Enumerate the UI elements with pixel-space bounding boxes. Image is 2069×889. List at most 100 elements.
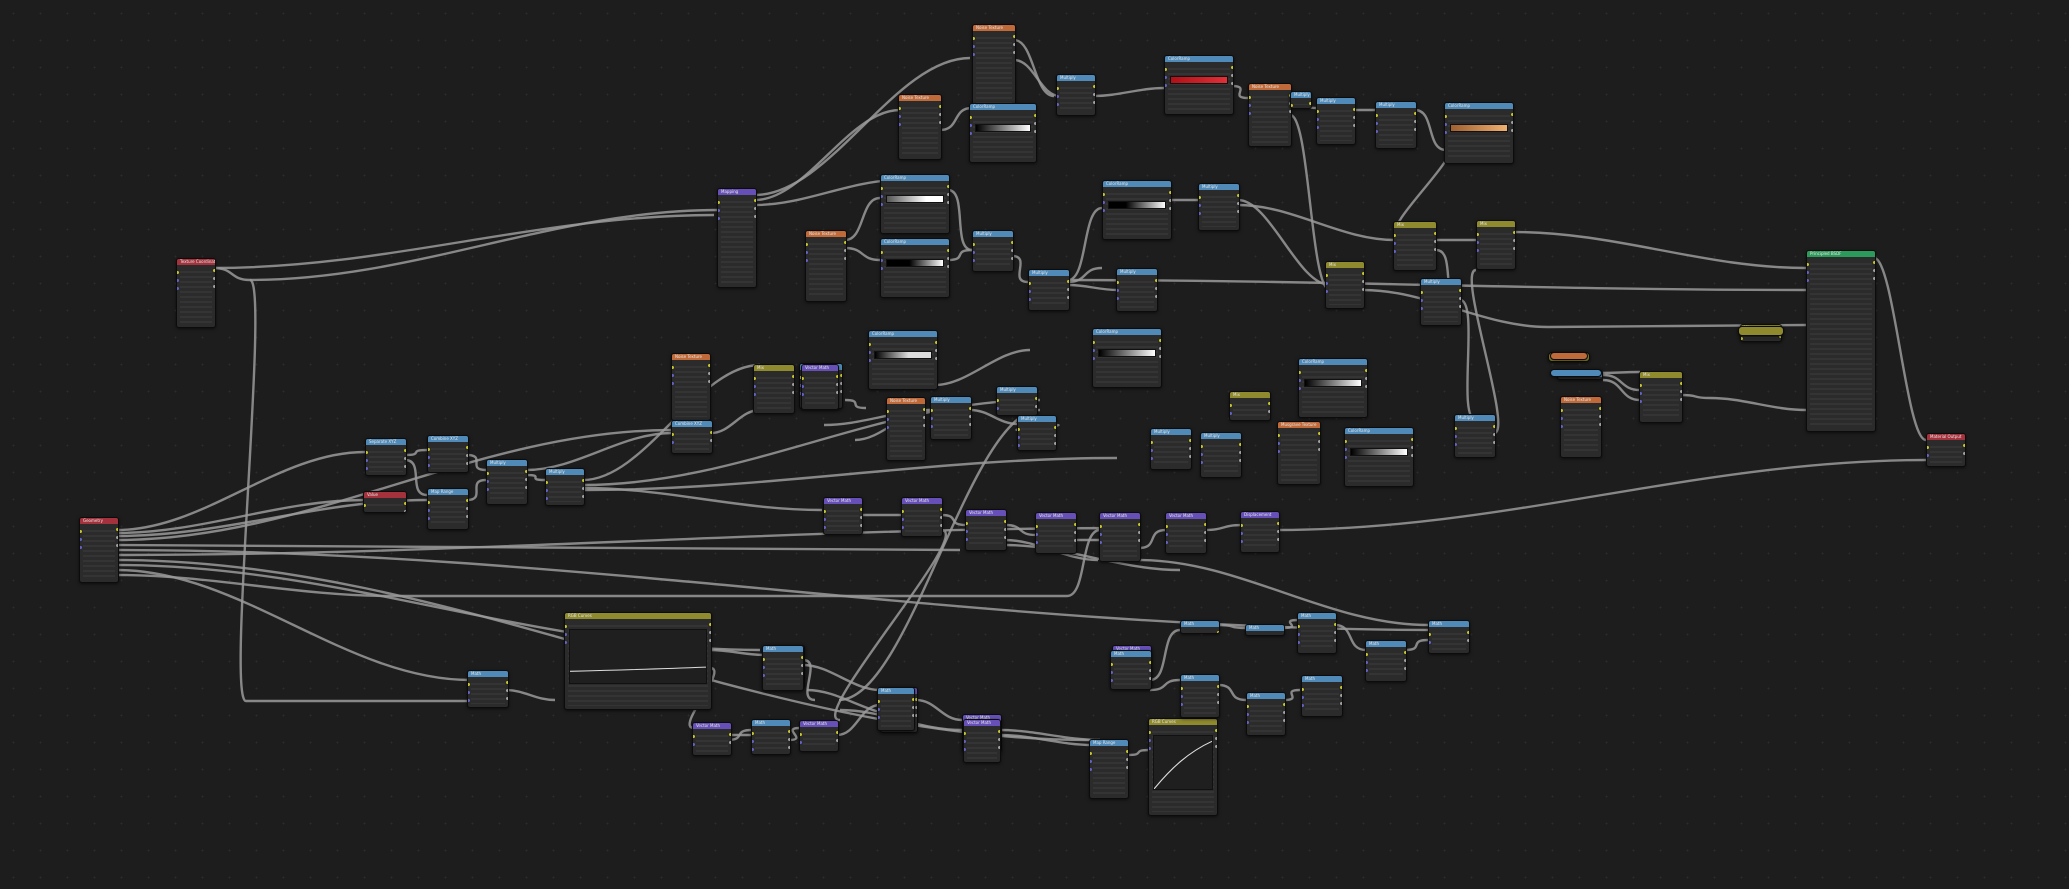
input-socket[interactable] <box>824 526 826 529</box>
input-socket[interactable] <box>468 699 470 702</box>
output-socket[interactable] <box>1493 441 1495 444</box>
input-socket[interactable] <box>80 546 82 549</box>
output-socket[interactable] <box>1277 522 1279 525</box>
output-socket[interactable] <box>1149 669 1151 672</box>
input-socket[interactable] <box>754 393 756 396</box>
input-socket[interactable] <box>1111 663 1113 666</box>
output-socket[interactable] <box>708 380 710 383</box>
output-socket[interactable] <box>1362 272 1364 275</box>
input-socket[interactable] <box>973 243 975 246</box>
input-socket[interactable] <box>997 399 999 402</box>
node-math1[interactable]: Multiply <box>1056 74 1096 116</box>
node-header[interactable]: Mix <box>1394 222 1436 228</box>
input-socket[interactable] <box>177 287 179 290</box>
input-socket[interactable] <box>1199 212 1201 215</box>
output-socket[interactable] <box>788 730 790 733</box>
node-header[interactable]: Map Range <box>428 489 468 495</box>
output-socket[interactable] <box>788 738 790 741</box>
input-socket[interactable] <box>1302 704 1304 707</box>
node-output[interactable]: Material Output <box>1926 433 1966 467</box>
input-socket[interactable] <box>1394 234 1396 237</box>
input-socket[interactable] <box>1299 387 1301 390</box>
color-ramp-bar[interactable] <box>886 259 944 267</box>
output-socket[interactable] <box>525 470 527 473</box>
node-header[interactable]: Vector Math <box>693 723 731 729</box>
output-socket[interactable] <box>754 207 756 210</box>
node-math14[interactable]: Multiply <box>1017 415 1057 451</box>
input-socket[interactable] <box>1247 721 1249 724</box>
output-socket[interactable] <box>1149 677 1151 680</box>
output-socket[interactable] <box>116 536 118 539</box>
input-socket[interactable] <box>1445 131 1447 134</box>
output-socket[interactable] <box>1459 289 1461 292</box>
node-mix6[interactable]: Mix <box>1639 371 1683 423</box>
input-socket[interactable] <box>970 124 972 127</box>
node-disp[interactable]: Displacement <box>1240 511 1280 553</box>
output-socket[interactable] <box>1779 335 1781 338</box>
input-socket[interactable] <box>1230 412 1232 415</box>
node-header[interactable]: Material Output <box>1927 434 1965 440</box>
output-socket[interactable] <box>710 439 712 442</box>
output-socket[interactable] <box>1493 425 1495 428</box>
input-socket[interactable] <box>364 504 366 507</box>
output-socket[interactable] <box>1404 659 1406 662</box>
output-socket[interactable] <box>1467 631 1469 634</box>
output-socket[interactable] <box>506 689 508 692</box>
output-socket[interactable] <box>1283 703 1285 706</box>
node-mix3[interactable]: Mix <box>1325 261 1365 309</box>
output-socket[interactable] <box>1365 385 1367 388</box>
input-socket[interactable] <box>1036 533 1038 536</box>
output-socket[interactable] <box>709 631 711 634</box>
node-header[interactable]: Multiply <box>1029 270 1069 276</box>
input-socket[interactable] <box>1317 126 1319 129</box>
output-socket[interactable] <box>1334 631 1336 634</box>
input-socket[interactable] <box>1151 449 1153 452</box>
output-socket[interactable] <box>1067 288 1069 291</box>
node-reroute4[interactable] <box>1550 369 1602 377</box>
output-socket[interactable] <box>1873 261 1875 264</box>
input-socket[interactable] <box>1181 695 1183 698</box>
input-socket[interactable] <box>1247 713 1249 716</box>
output-socket[interactable] <box>801 656 803 659</box>
output-socket[interactable] <box>998 738 1000 741</box>
output-socket[interactable] <box>840 382 842 385</box>
input-socket[interactable] <box>869 351 871 354</box>
output-socket[interactable] <box>1467 639 1469 642</box>
input-socket[interactable] <box>1201 461 1203 464</box>
input-socket[interactable] <box>1366 669 1368 672</box>
node-header[interactable]: Math <box>1247 693 1285 699</box>
input-socket[interactable] <box>1057 95 1059 98</box>
output-socket[interactable] <box>1334 639 1336 642</box>
output-socket[interactable] <box>1599 407 1601 410</box>
node-ramp3[interactable]: ColorRamp <box>880 238 950 298</box>
input-socket[interactable] <box>1149 731 1151 734</box>
node-conv7[interactable]: Math <box>1297 612 1337 654</box>
output-socket[interactable] <box>1155 295 1157 298</box>
input-socket[interactable] <box>878 716 880 719</box>
input-socket[interactable] <box>824 510 826 513</box>
input-socket[interactable] <box>1111 679 1113 682</box>
node-ramp9[interactable]: ColorRamp <box>1298 358 1368 418</box>
output-socket[interactable] <box>1283 719 1285 722</box>
node-header[interactable]: Mix <box>1326 262 1364 268</box>
input-socket[interactable] <box>899 107 901 110</box>
output-socket[interactable] <box>947 265 949 268</box>
output-socket[interactable] <box>923 408 925 411</box>
node-principled[interactable]: Principled BSDF <box>1806 250 1876 432</box>
output-socket[interactable] <box>1239 451 1241 454</box>
color-ramp-bar[interactable] <box>1350 448 1408 456</box>
output-socket[interactable] <box>1159 339 1161 342</box>
node-ramp1[interactable]: ColorRamp <box>969 103 1037 163</box>
input-socket[interactable] <box>1249 96 1251 99</box>
node-header[interactable]: ColorRamp <box>1093 329 1161 335</box>
input-socket[interactable] <box>1103 193 1105 196</box>
color-ramp-bar[interactable] <box>1450 124 1508 132</box>
curve-graph[interactable] <box>1153 735 1213 790</box>
input-socket[interactable] <box>366 459 368 462</box>
input-socket[interactable] <box>1036 541 1038 544</box>
output-socket[interactable] <box>1239 443 1241 446</box>
node-mapping[interactable]: Mapping <box>717 188 757 288</box>
node-sep1[interactable]: Separate XYZ <box>365 438 407 476</box>
input-socket[interactable] <box>763 674 765 677</box>
input-socket[interactable] <box>1201 445 1203 448</box>
